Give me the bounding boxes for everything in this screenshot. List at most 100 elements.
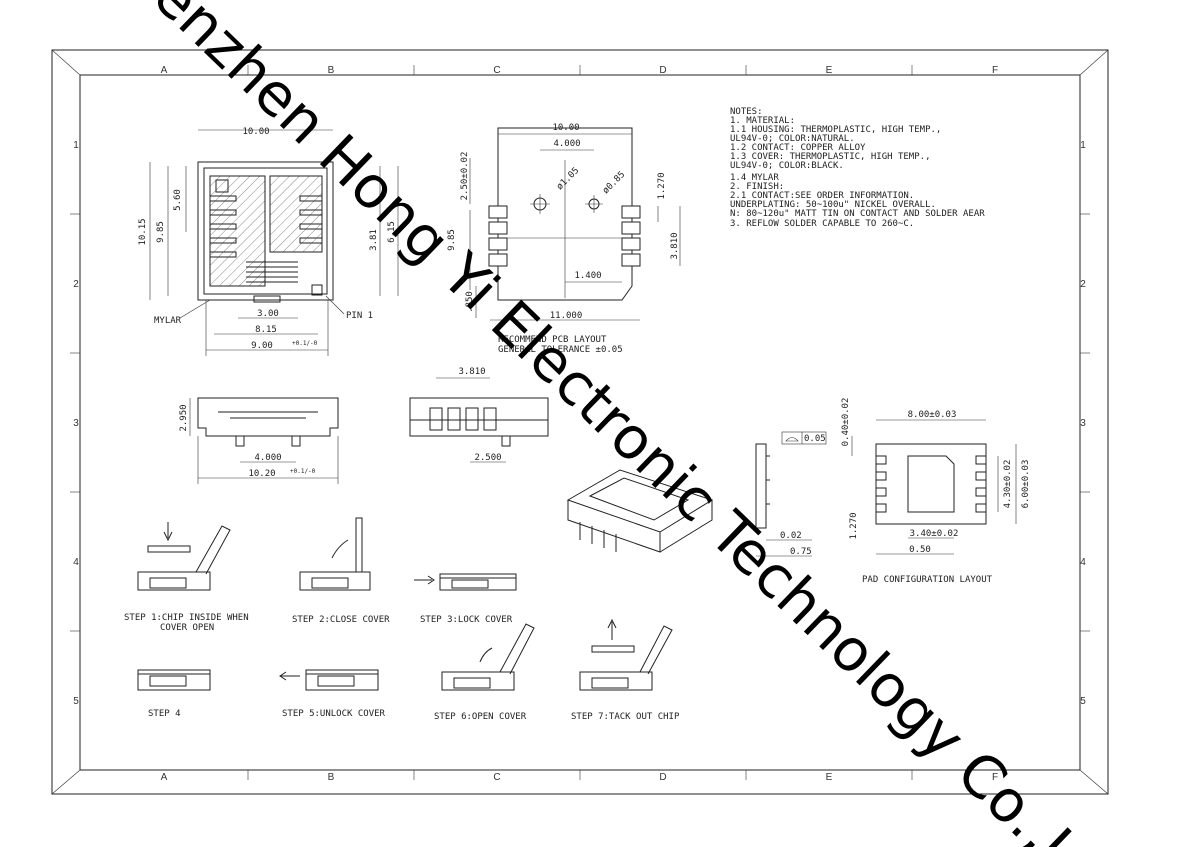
dim-front-4-000: 4.000 — [254, 453, 281, 463]
row-label: 1 — [1080, 140, 1086, 151]
step-1-illustration — [137, 522, 231, 591]
dim-0-75: 0.75 — [790, 547, 812, 557]
dim-9-85: 9.85 — [156, 221, 166, 243]
col-label: E — [826, 65, 833, 76]
col-label: B — [328, 65, 335, 76]
step-6-caption: STEP 6:OPEN COVER — [434, 712, 527, 722]
pcb-caption: RECOMMEND PCB LAYOUT — [498, 335, 607, 345]
pad-detail — [755, 431, 827, 557]
note-line: 3. REFLOW SOLDER CAPABLE TO 260~C. — [730, 219, 914, 229]
dim-3-81: 3.81 — [369, 229, 379, 251]
col-label: F — [992, 65, 998, 76]
col-label: D — [659, 772, 666, 783]
dim-pcb-2-50: 2.50±0.02 — [460, 152, 470, 201]
dim-front-10-20-tol: +0.1/-0 — [290, 468, 316, 475]
step-3-caption: STEP 3:LOCK COVER — [420, 615, 513, 625]
pad-configuration — [851, 419, 1017, 555]
step-7-caption: STEP 7:TACK OUT CHIP — [571, 712, 680, 722]
note-line: 2. FINISH: — [730, 182, 784, 192]
pcb-tolerance-caption: GENERAL TOLERANCE ±0.05 — [498, 345, 623, 355]
row-label: 2 — [1080, 279, 1086, 290]
dim-3-40: 3.40±0.02 — [910, 529, 959, 539]
col-label: E — [826, 772, 833, 783]
step-7-illustration — [579, 618, 673, 691]
step-1-caption: STEP 1:CHIP INSIDE WHEN — [124, 613, 249, 623]
dim-side-2-500: 2.500 — [474, 453, 501, 463]
dim-10-15: 10.15 — [138, 218, 148, 245]
dim-hole-1-05: ø1.05 — [555, 166, 581, 192]
row-label: 5 — [1080, 696, 1086, 707]
side-view — [409, 377, 549, 463]
pcb-pads-left — [488, 205, 508, 267]
row-labels-left: 1 2 3 4 5 — [73, 140, 79, 707]
dim-pcb-850: .850 — [465, 291, 475, 313]
dim-0-02: 0.02 — [780, 531, 802, 541]
dim-9-00-tol: +0.1/-0 — [292, 340, 318, 347]
dim-pcb-1-400: 1.400 — [574, 271, 601, 281]
pcb-pads-right — [621, 205, 641, 267]
notes-block: NOTES: 1. MATERIAL: 1.1 HOUSING: THERMOP… — [730, 107, 985, 229]
step-4-caption: STEP 4 — [148, 709, 181, 719]
column-labels-top: A B C D E F — [161, 65, 998, 76]
drawing-frame — [51, 49, 1109, 795]
dim-pad-1-270: 1.270 — [849, 512, 859, 539]
pad-config-pads-left — [875, 455, 887, 513]
note-line: NOTES: — [730, 107, 763, 117]
column-labels-bottom: A B C D E F — [161, 772, 998, 783]
step-2-caption: STEP 2:CLOSE COVER — [292, 615, 390, 625]
bottom-contacts — [246, 261, 298, 283]
dim-0-40: 0.40±0.02 — [841, 398, 851, 447]
step-4-illustration — [137, 669, 211, 691]
contact-strips — [209, 195, 323, 258]
dim-4-30: 4.30±0.02 — [1003, 460, 1013, 509]
pad-config-pads-right — [975, 455, 987, 513]
dim-6-00: 6.00±0.03 — [1021, 460, 1031, 509]
row-labels-right: 1 2 3 4 5 — [1080, 140, 1086, 707]
row-label: 4 — [1080, 557, 1086, 568]
row-label: 1 — [73, 140, 79, 151]
dim-5-60: 5.60 — [173, 189, 183, 211]
dim-0-50: 0.50 — [909, 545, 931, 555]
row-label: 3 — [73, 418, 79, 429]
dim-hole-0-85: ø0.85 — [601, 170, 627, 196]
note-line: UL94V-0; COLOR:BLACK. — [730, 161, 844, 171]
col-label: B — [328, 772, 335, 783]
label-mylar: MYLAR — [154, 316, 182, 326]
note-line: 1.4 MYLAR — [730, 173, 779, 183]
col-label: A — [161, 772, 168, 783]
dim-3-00: 3.00 — [257, 309, 279, 319]
note-line: 1. MATERIAL: — [730, 116, 795, 126]
label-pin-1: PIN 1 — [346, 311, 373, 321]
dim-pcb-3-810: 3.810 — [670, 232, 680, 259]
row-label: 5 — [73, 696, 79, 707]
step-5-illustration — [279, 669, 379, 691]
row-label: 4 — [73, 557, 79, 568]
col-label: C — [493, 772, 500, 783]
col-label: F — [992, 772, 998, 783]
note-line: UNDERPLATING: 50~100u" NICKEL OVERALL. — [730, 200, 936, 210]
col-label: C — [493, 65, 500, 76]
step-1-caption-line2: COVER OPEN — [160, 623, 214, 633]
note-line: 2.1 CONTACT:SEE ORDER INFORMATION. — [730, 191, 914, 201]
col-label: A — [161, 65, 168, 76]
col-label: D — [659, 65, 666, 76]
note-line: 1.2 CONTACT: COPPER ALLOY — [730, 143, 866, 153]
dim-top-width: 10.00 — [242, 127, 269, 137]
front-view — [189, 397, 339, 484]
pad-config-caption: PAD CONFIGURATION LAYOUT — [862, 575, 993, 585]
dim-side-3-810: 3.810 — [458, 367, 485, 377]
step-6-illustration — [441, 623, 535, 691]
step-3-illustration — [414, 573, 517, 591]
dim-8-00: 8.00±0.03 — [908, 410, 957, 420]
step-2-illustration — [299, 517, 371, 591]
dim-pcb-1-270: 1.270 — [657, 172, 667, 199]
isometric-view — [566, 469, 714, 553]
dim-pcb-4-000: 4.000 — [553, 139, 580, 149]
note-line: UL94V-0; COLOR:NATURAL. — [730, 134, 855, 144]
top-view — [149, 129, 399, 356]
dim-front-2-950: 2.950 — [179, 404, 189, 431]
dim-pcb-10-00: 10.00 — [552, 123, 579, 133]
dim-8-15: 8.15 — [255, 325, 277, 335]
dim-pcb-9-85: 9.85 — [447, 229, 457, 251]
